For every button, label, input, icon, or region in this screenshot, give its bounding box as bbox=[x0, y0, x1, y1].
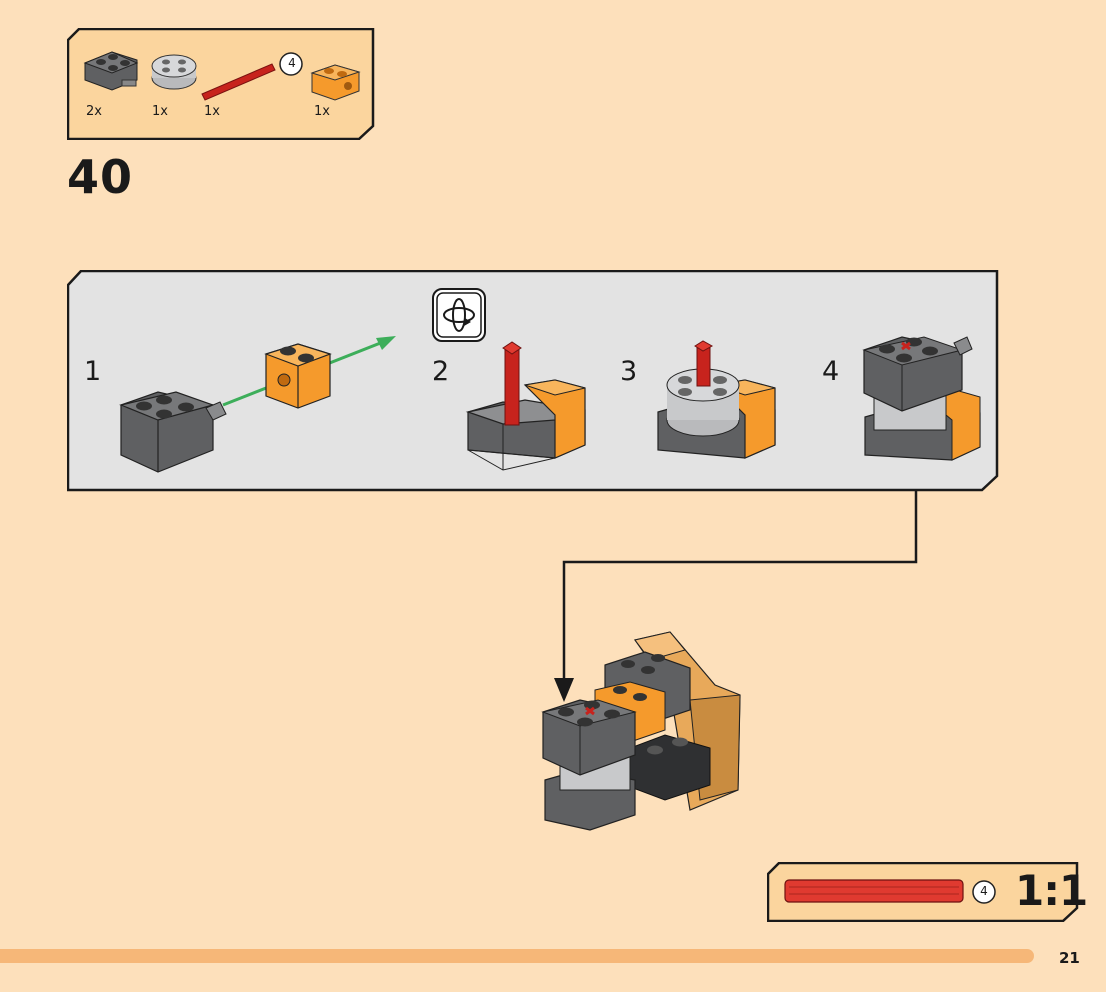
substep-label: 3 bbox=[620, 356, 638, 387]
substep-label: 1 bbox=[84, 356, 102, 387]
substep-3-illustration bbox=[657, 340, 776, 459]
scale-callout bbox=[767, 862, 1079, 922]
connector-arrow bbox=[554, 490, 918, 702]
step-number: 40 bbox=[67, 150, 134, 204]
red-axle-icon bbox=[201, 63, 276, 101]
substep-label: 2 bbox=[432, 356, 450, 387]
part-qty: 2x bbox=[86, 104, 102, 119]
substep-1-illustration bbox=[119, 336, 396, 473]
part-qty: 1x bbox=[152, 104, 168, 119]
part-qty: 1x bbox=[314, 104, 330, 119]
orange-technic-brick-icon bbox=[310, 64, 361, 101]
scale-length-label: 4 bbox=[980, 884, 988, 898]
substep-2-illustration bbox=[465, 341, 586, 471]
part-qty: 1x bbox=[204, 104, 220, 119]
parts-callout bbox=[67, 28, 375, 140]
page-progress-bar bbox=[0, 949, 1034, 963]
substep-4-illustration bbox=[862, 336, 981, 461]
page-number: 21 bbox=[1059, 949, 1080, 967]
light-gray-round-brick-icon bbox=[151, 54, 197, 90]
main-assembly-illustration bbox=[541, 631, 741, 831]
scale-label: 1:1 bbox=[1015, 866, 1088, 915]
dark-gray-brick-icon bbox=[83, 51, 139, 91]
axle-length-label: 4 bbox=[288, 56, 296, 70]
substep-label: 4 bbox=[822, 356, 840, 387]
rotate-icon bbox=[432, 288, 486, 342]
axle-length-badge bbox=[279, 52, 303, 76]
